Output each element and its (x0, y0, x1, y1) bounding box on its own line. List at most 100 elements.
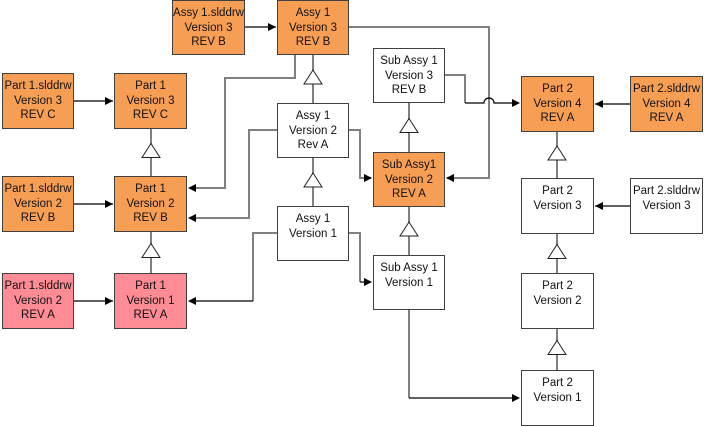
node-label-line: Part 1.slddrw (4, 183, 72, 195)
ref-assy1-v1-to-part1-v1-a (252, 232, 277, 301)
ref-assy1-v1-to-sub-assy1-v1-arrowhead-icon (364, 278, 372, 286)
node-label-line: Part 1 (135, 80, 166, 92)
node-label-line: REV B (133, 212, 168, 224)
node-label-line: Version 3 (14, 94, 62, 107)
node-part2-v4[interactable]: Part 2 Version 4 REV A (521, 76, 594, 132)
node-label-line: Assy 1 (295, 110, 331, 122)
node-label-line: Version 4 (533, 97, 582, 110)
succ-sub-assy1-v2-v3-triangle-icon (399, 117, 419, 133)
node-label-line: Assy 1 (295, 7, 331, 19)
ref-assy1-v3-to-sub-assy1-v2 (349, 26, 490, 179)
node-label-line: Part 1.slddrw (4, 80, 72, 92)
node-label-line: REV B (295, 36, 331, 48)
node-label-line: REV A (21, 309, 55, 321)
ref-sub-assy1-v3-to-part2-v4-b (465, 97, 518, 104)
node-label-line: REV C (132, 109, 169, 121)
node-assy1-v2[interactable]: Assy 1 Version 2 Rev A (277, 103, 349, 158)
succ-sub-assy1-v1-v2-triangle-icon (399, 221, 419, 237)
ref-assy1-v1-to-part1-v1-arrowhead-icon (188, 297, 196, 305)
node-part2-v3[interactable]: Part 2 Version 3 (521, 178, 594, 234)
ref-sub-assy1-v3-to-part2-v4-a (445, 74, 466, 103)
node-label-line: REV A (392, 188, 426, 200)
node-label-line: Sub Assy 1 (380, 55, 438, 67)
node-label-line: Version 2 (126, 197, 175, 210)
node-label-line: REV B (191, 36, 226, 48)
ref-assy1-v1-to-sub-assy1-v1-a (349, 232, 361, 282)
node-label-line: Part 1 (135, 280, 166, 292)
succ-assy1-v2-v3-triangle-icon (303, 69, 323, 85)
node-label-line: REV A (649, 112, 684, 124)
node-label-line: Assy 1 (295, 213, 331, 225)
succ-part2-v1-v2-triangle-icon (547, 339, 567, 355)
ref-assy1-v3-to-part1-v2-arrowhead-icon (188, 184, 196, 192)
node-label-line: REV B (391, 84, 427, 96)
succ-part2-v3-v4-triangle-icon (547, 145, 567, 161)
node-assy1-v1[interactable]: Assy 1 Version 1 (277, 206, 349, 261)
node-label-line: REV A (133, 309, 168, 321)
ref-assy1-v2-to-part1-v2-arrowhead-icon (188, 214, 196, 222)
ref-part1-drw-v2a-to-part1-v1-arrowhead-icon (105, 297, 113, 305)
ref-assy1-v2-to-part1-v2 (190, 129, 277, 219)
node-label-line: Part 1 (135, 183, 166, 195)
node-label-line: Version 3 (126, 94, 175, 107)
node-label-line: Version 3 (642, 199, 691, 212)
node-label-line: Version 1 (533, 391, 582, 404)
node-label-line: REV C (20, 109, 56, 121)
ref-part2-drw-v3-to-part2-v3-arrowhead-icon (595, 202, 603, 210)
node-label-line: Sub Assy1 (381, 159, 437, 171)
node-label-line: Version 1 (289, 227, 337, 240)
ref-assy1-v3-to-sub-assy1-v2-arrowhead-icon (446, 174, 454, 182)
node-label-line: Version 3 (385, 69, 433, 82)
node-label-line: Part 2 (542, 280, 573, 292)
ref-assy1-v2-to-sub-assy1-v2 (349, 129, 371, 179)
succ-part1-v1-v2-triangle-icon (141, 242, 161, 258)
node-label-line: Version 2 (385, 173, 433, 186)
node-label-line: Sub Assy 1 (380, 262, 438, 274)
ref-part1-drw-v3-to-part1-v3-arrowhead-icon (105, 97, 113, 105)
succ-assy1-v1-v2-triangle-icon (303, 172, 323, 188)
node-label-line: Version 2 (14, 294, 62, 307)
node-sub-assy1-v3[interactable]: Sub Assy 1 Version 3 REV B (373, 48, 445, 103)
node-label-line: Part 2 (542, 185, 573, 197)
ref-assy1-v3-to-part1-v2 (190, 55, 296, 189)
succ-part2-v2-v3-triangle-icon (547, 243, 567, 259)
node-label-line: Version 2 (14, 197, 62, 210)
node-part1-v2[interactable]: Part 1 Version 2 REV B (114, 176, 187, 232)
node-part2-v2[interactable]: Part 2 Version 2 (521, 273, 594, 329)
node-label-line: Part 2.slddrw (632, 83, 701, 95)
node-label-line: Part 1.slddrw (4, 280, 72, 292)
node-label-line: Version 1 (385, 276, 433, 289)
node-label-line: Part 2.slddrw (632, 185, 701, 197)
node-label-line: Part 2 (542, 377, 573, 389)
node-part2-v1[interactable]: Part 2 Version 1 (521, 370, 594, 426)
node-label-line: Version 2 (289, 124, 337, 137)
node-label-line: Version 2 (533, 294, 582, 307)
node-label-line: Assy 1.slddrw (173, 7, 244, 19)
node-label-line: Version 3 (533, 199, 582, 212)
ref-part2-drw-v4-to-part2-v4-arrowhead-icon (595, 100, 603, 108)
node-label-line: Part 2 (542, 83, 573, 95)
node-part1-v3[interactable]: Part 1 Version 3 REV C (114, 73, 187, 129)
succ-part1-v2-v3-triangle-icon (141, 142, 161, 158)
node-label-line: REV A (540, 112, 575, 124)
ref-part1-drw-v2-to-part1-v2-arrowhead-icon (105, 200, 113, 208)
node-label-line: REV B (20, 212, 56, 224)
ref-sub-assy1-v1-to-part2-v1-arrowhead-icon (512, 394, 520, 402)
node-assy1-v3[interactable]: Assy 1 Version 3 REV B (277, 0, 349, 55)
node-sub-assy1-v1[interactable]: Sub Assy 1 Version 1 (373, 255, 445, 310)
ref-assy1-v2-to-sub-assy1-v2-arrowhead-icon (364, 174, 372, 182)
ref-assy1-drw-to-assy1-v3-arrowhead-icon (268, 23, 276, 31)
node-label-line: Version 3 (289, 21, 337, 34)
node-label-line: Version 3 (184, 21, 233, 34)
node-label-line: Rev A (297, 139, 329, 151)
